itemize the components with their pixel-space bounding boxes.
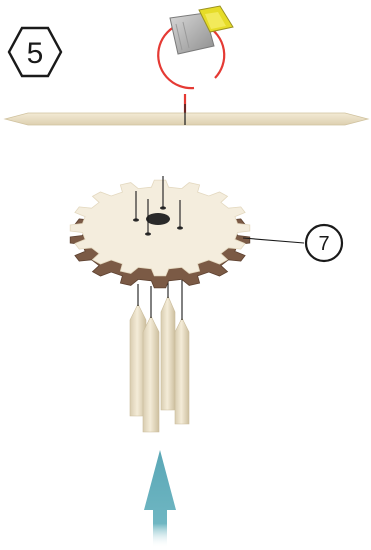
gear-center-hole <box>146 213 170 225</box>
callout-number: 7 <box>318 233 329 255</box>
stick <box>175 318 189 424</box>
callout-7: 7 <box>243 225 342 261</box>
vertical-sticks <box>130 280 189 432</box>
cutter-icon <box>158 6 233 125</box>
gear-top <box>70 180 250 276</box>
gear <box>70 176 250 288</box>
up-arrow-icon <box>144 450 176 548</box>
step-number: 5 <box>27 37 44 70</box>
stick <box>143 316 159 432</box>
horizontal-stick <box>5 104 368 125</box>
step-badge: 5 <box>9 28 61 76</box>
stick <box>161 296 175 410</box>
